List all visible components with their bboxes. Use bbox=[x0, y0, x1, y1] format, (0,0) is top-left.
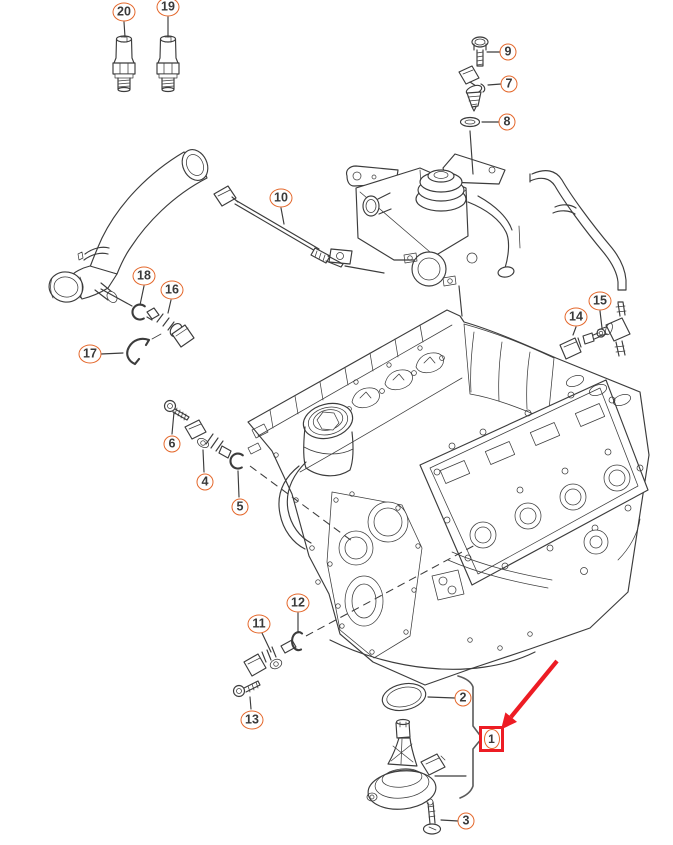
callout-1-number: 1 bbox=[488, 732, 495, 746]
oring-5-drawing bbox=[229, 452, 244, 470]
callout-14[interactable]: 14 bbox=[564, 307, 588, 327]
callout-10-number: 10 bbox=[274, 190, 288, 205]
callout-2-number: 2 bbox=[459, 690, 467, 705]
callout-2[interactable]: 2 bbox=[454, 689, 472, 707]
dashed-alignment-lines bbox=[249, 465, 478, 637]
callout-17-number: 17 bbox=[83, 346, 97, 361]
callout-8-number: 8 bbox=[503, 114, 511, 129]
oring-18-drawing bbox=[131, 303, 146, 321]
callout-18-number: 18 bbox=[137, 268, 151, 283]
callout-16[interactable]: 16 bbox=[160, 280, 184, 300]
callout-16-number: 16 bbox=[165, 282, 179, 297]
callout-6[interactable]: 6 bbox=[163, 435, 181, 453]
callout-19-number: 19 bbox=[161, 0, 175, 14]
callout-1-highlight-box[interactable]: 1 bbox=[479, 726, 504, 752]
callout-5[interactable]: 5 bbox=[231, 498, 249, 516]
callout-11-number: 11 bbox=[252, 616, 266, 631]
callout-14-number: 14 bbox=[569, 309, 583, 324]
callout-4-number: 4 bbox=[201, 474, 209, 489]
callout-13-number: 13 bbox=[245, 712, 259, 727]
callout-20[interactable]: 20 bbox=[112, 2, 136, 22]
oring-2-drawing bbox=[381, 682, 427, 712]
sensor-4-drawing bbox=[184, 419, 232, 459]
callout-15[interactable]: 15 bbox=[588, 291, 612, 311]
callout-10[interactable]: 10 bbox=[269, 188, 293, 208]
egr-cooler-assembly-drawing bbox=[328, 130, 521, 317]
bolt-13-drawing bbox=[232, 680, 261, 698]
callout-20-number: 20 bbox=[117, 4, 131, 19]
callout-1: 1 bbox=[483, 729, 500, 749]
sensor-16-drawing bbox=[146, 307, 195, 348]
callout-3[interactable]: 3 bbox=[457, 812, 475, 830]
sensor-probe-10-drawing bbox=[213, 185, 385, 274]
callout-9-number: 9 bbox=[504, 44, 512, 59]
oring-12-drawing bbox=[291, 631, 304, 652]
callout-5-number: 5 bbox=[236, 499, 244, 514]
callout-9[interactable]: 9 bbox=[499, 43, 517, 61]
callout-3-number: 3 bbox=[462, 813, 470, 828]
oil-level-sensor-1-drawing bbox=[366, 718, 446, 810]
oil-pressure-switch-19-drawing bbox=[156, 35, 180, 93]
sensor-14-drawing bbox=[559, 332, 600, 360]
temp-sensor-7-drawing bbox=[458, 65, 486, 112]
bolt-6-drawing bbox=[163, 399, 190, 421]
sensor-11-drawing bbox=[243, 639, 297, 677]
screw-3-drawing bbox=[422, 801, 442, 835]
highlight-arrow bbox=[501, 659, 559, 730]
breather-hose-drawing bbox=[529, 170, 627, 291]
callout-4[interactable]: 4 bbox=[196, 473, 214, 491]
oil-pressure-switch-20-drawing bbox=[112, 35, 136, 93]
callout-12[interactable]: 12 bbox=[286, 593, 310, 613]
callout-8[interactable]: 8 bbox=[498, 113, 516, 131]
callout-19[interactable]: 19 bbox=[156, 0, 180, 17]
callout-6-number: 6 bbox=[168, 436, 176, 451]
callout-12-number: 12 bbox=[291, 595, 305, 610]
callout-7[interactable]: 7 bbox=[500, 75, 518, 93]
seal-8-drawing bbox=[459, 116, 481, 128]
callout-7-number: 7 bbox=[505, 76, 513, 91]
callout-11[interactable]: 11 bbox=[247, 614, 271, 634]
callout-15-number: 15 bbox=[593, 293, 607, 308]
bolt-9-drawing bbox=[471, 36, 489, 67]
leader-lines bbox=[100, 16, 603, 822]
callout-18[interactable]: 18 bbox=[132, 266, 156, 286]
hose-fitting-drawing bbox=[597, 301, 631, 357]
coolant-hose-drawing bbox=[48, 149, 209, 303]
callout-17[interactable]: 17 bbox=[78, 344, 102, 364]
engine-block-drawing bbox=[247, 309, 650, 686]
clip-17-drawing bbox=[126, 333, 162, 366]
callout-13[interactable]: 13 bbox=[240, 710, 264, 730]
